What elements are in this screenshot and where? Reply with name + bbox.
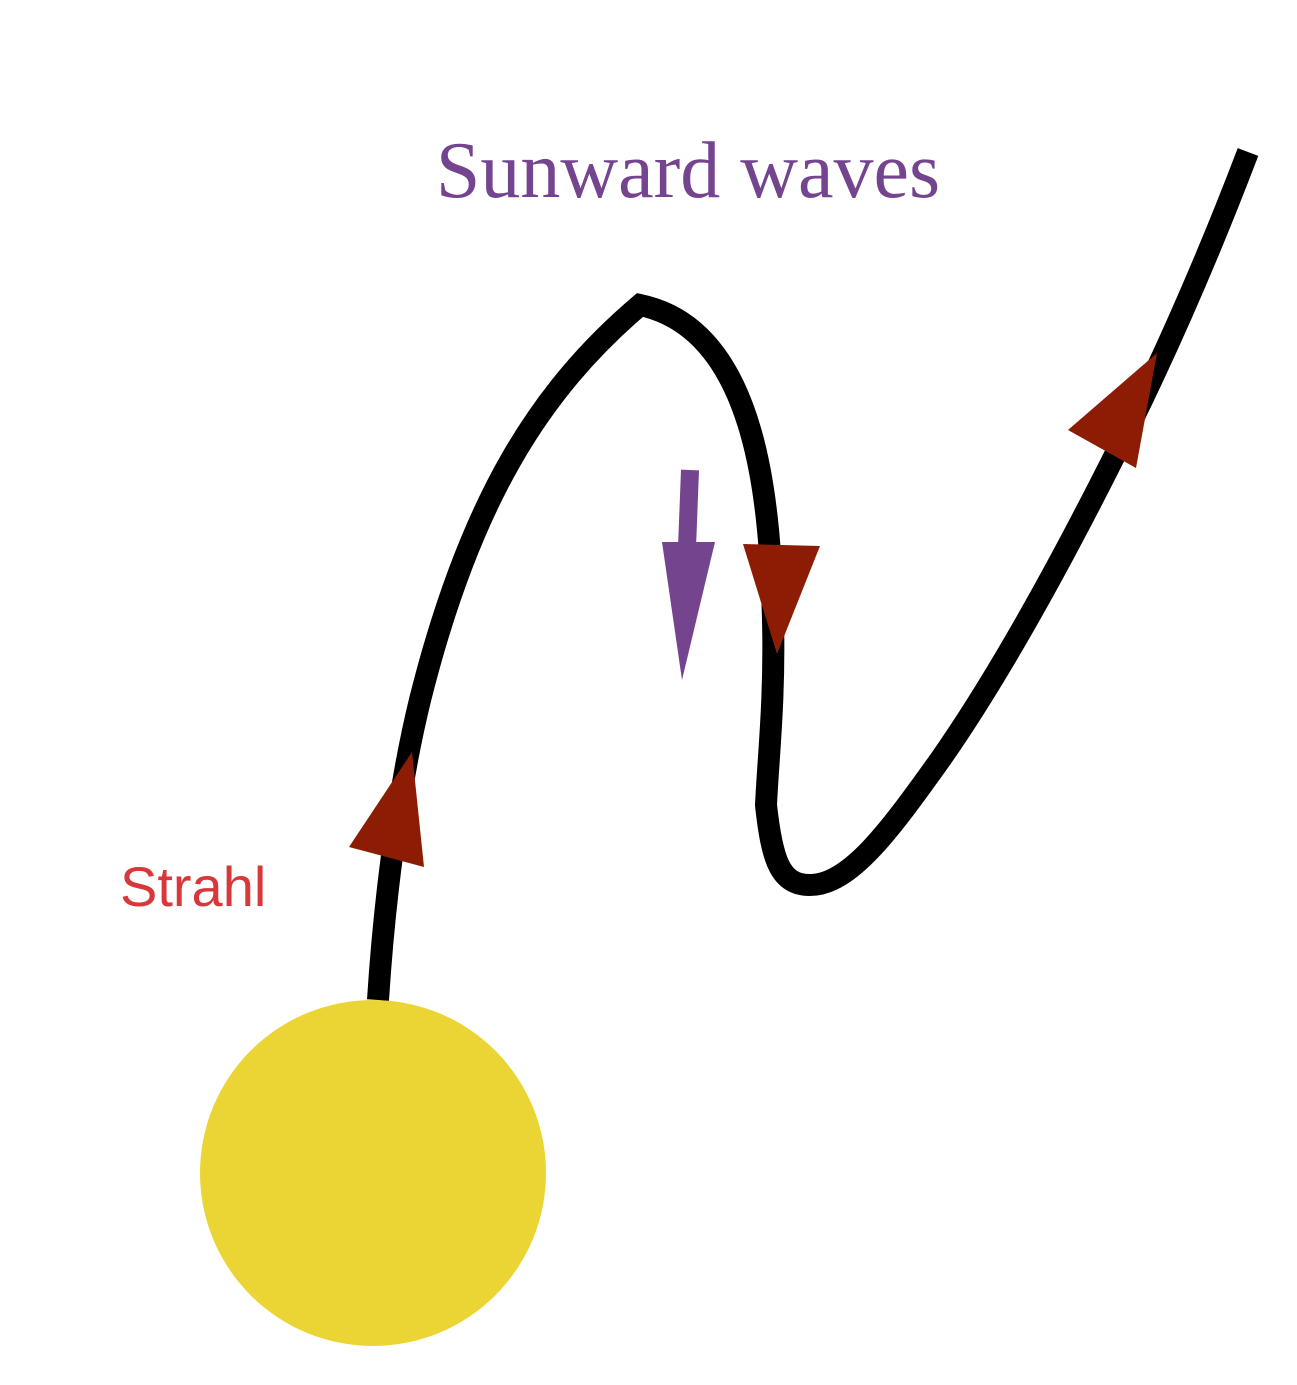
strahl-label: Strahl [120, 855, 266, 918]
sun-disk [200, 1000, 546, 1346]
wave-arrow-head [662, 542, 715, 680]
strahl-arrow-upward-left [349, 752, 424, 867]
magnetic-field-line [367, 148, 1259, 1001]
title-sunward-waves: Sunward waves [436, 127, 940, 215]
strahl-arrow-downward [743, 544, 820, 654]
wave-arrow-shaft [678, 469, 699, 549]
strahl-arrow-upward-right [1068, 353, 1157, 468]
